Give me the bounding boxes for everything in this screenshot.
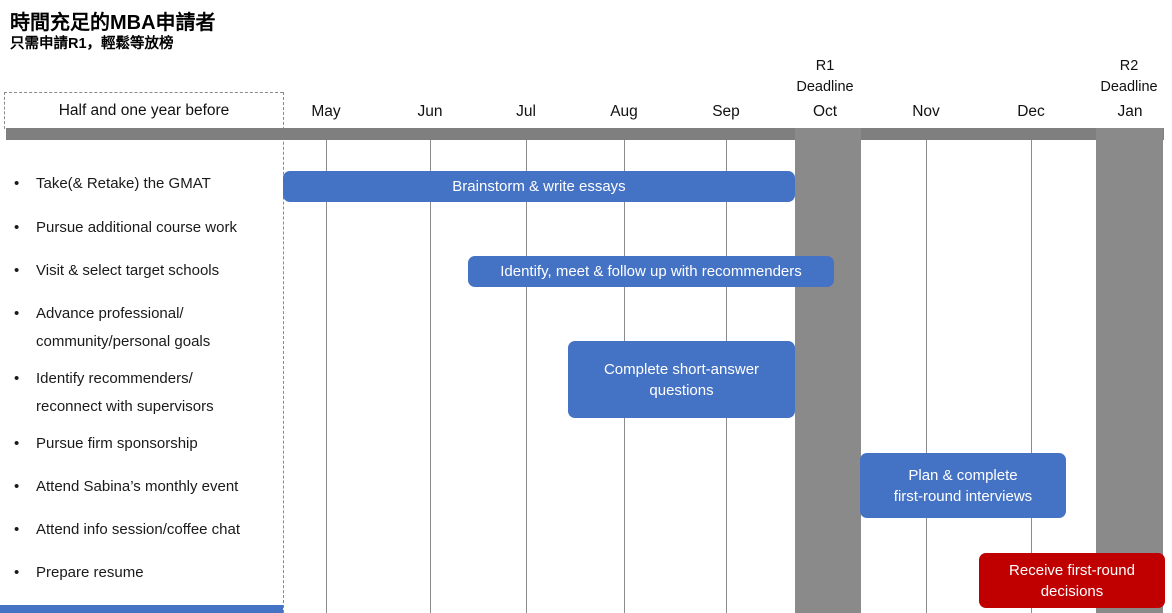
r2-deadline-band [1096,128,1163,613]
list-item: • Pursue additional course work [14,214,237,242]
dashed-border-top [4,92,283,93]
gridline-may [326,140,327,613]
page-title: 時間充足的MBA申請者 [10,12,216,34]
gridline-jun [430,140,431,613]
r1-label: R1 [815,58,835,74]
gantt-bar-short-answer: Complete short-answer questions [568,341,795,418]
month-label-jul: Jul [516,103,536,120]
gridline-dec [1031,140,1032,613]
gantt-bar-interviews: Plan & complete first-round interviews [860,453,1066,518]
bullet-icon: • [14,175,20,192]
month-label-aug: Aug [610,103,638,120]
month-label-nov: Nov [912,103,940,120]
list-item-label: Pursue firm sponsorship [36,435,198,452]
gantt-bar-label: Brainstorm & write essays [452,178,626,195]
list-item-label: Attend Sabina’s monthly event [36,478,239,495]
gantt-bar-decisions: Receive first-round decisions [979,553,1165,608]
list-item-label: Prepare resume [36,564,144,581]
bullet-icon: • [14,305,20,322]
gantt-bar-label: Complete short-answer [603,360,760,378]
list-item: • Attend info session/coffee chat [14,516,240,544]
bullet-icon: • [14,219,20,236]
bullet-icon: • [14,435,20,452]
list-item-label: Advance professional/ community/personal… [36,305,211,350]
left-column-header: Half and one year before [58,102,230,119]
gantt-bar-label: Receive first-round [1009,561,1135,579]
month-label-jun: Jun [417,103,443,120]
list-item: • Advance professional/ community/person… [14,300,210,356]
bullet-icon: • [14,478,20,495]
list-item: • Visit & select target schools [14,257,219,285]
dashed-border-left [4,92,5,129]
r2-deadline-text: Deadline [1100,79,1158,95]
month-label-dec: Dec [1017,103,1045,120]
list-item: • Prepare resume [14,559,144,587]
gantt-bar-recommenders: Identify, meet & follow up with recommen… [468,256,834,287]
gridline-nov [926,140,927,613]
bullet-icon: • [14,564,20,581]
month-label-oct: Oct [812,103,838,120]
timeline-bar [6,128,1164,140]
r1-deadline-band [795,128,861,613]
month-label-may: May [311,103,341,120]
list-item: • Identify recommenders/ reconnect with … [14,365,214,421]
list-item-label: Take(& Retake) the GMAT [36,175,211,192]
bullet-icon: • [14,370,20,387]
cropped-bottom-bar [0,605,283,613]
list-item: • Take(& Retake) the GMAT [14,170,211,198]
list-item: • Pursue firm sponsorship [14,430,198,458]
r1-deadline-label: R1 Deadline [770,56,880,98]
gridline-jul [526,140,527,613]
gantt-bar-label: first-round interviews [893,487,1033,505]
bullet-icon: • [14,262,20,279]
list-item-label: Attend info session/coffee chat [36,521,241,538]
r2-label: R2 [1119,58,1139,74]
month-label-jan: Jan [1117,103,1143,120]
dashed-border-right [283,92,284,613]
list-item-label: Visit & select target schools [36,262,220,279]
r2-deadline-label: R2 Deadline [1074,56,1172,98]
gantt-bar-label: Plan & complete [908,466,1018,484]
month-label-sep: Sep [712,103,740,120]
list-item-label: Identify recommenders/ reconnect with su… [36,370,214,415]
list-item-label: Pursue additional course work [36,219,237,236]
gantt-bar-brainstorm-essays: Brainstorm & write essays [283,171,795,202]
page-subtitle: 只需申請R1，輕鬆等放榜 [10,36,174,52]
gantt-bar-label: questions [649,381,714,399]
bullet-icon: • [14,521,20,538]
r1-deadline-text: Deadline [796,79,854,95]
list-item: • Attend Sabina’s monthly event [14,473,238,501]
gantt-bar-label: decisions [1040,582,1104,600]
gantt-bar-label: Identify, meet & follow up with recommen… [500,263,802,280]
task-list: • Take(& Retake) the GMAT • Pursue addit… [0,0,283,613]
